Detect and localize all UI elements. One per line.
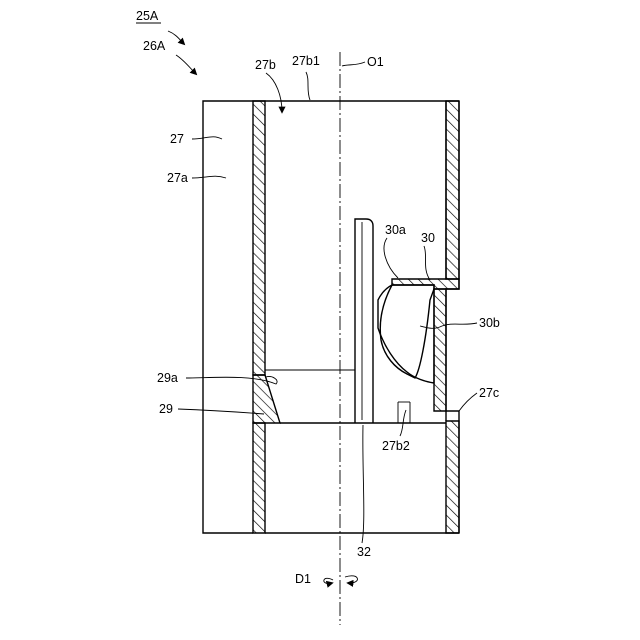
label-27: 27 xyxy=(170,132,184,146)
leader-lines xyxy=(168,31,477,543)
label-27a: 27a xyxy=(167,171,188,185)
left-wall-27a xyxy=(253,101,280,533)
label-29: 29 xyxy=(159,402,173,416)
label-25A: 25A xyxy=(136,9,159,23)
label-30a: 30a xyxy=(385,223,406,237)
component-30 xyxy=(378,285,434,383)
label-27b1: 27b1 xyxy=(292,54,320,68)
label-30: 30 xyxy=(421,231,435,245)
right-wall-upper xyxy=(446,101,459,279)
label-30b: 30b xyxy=(479,316,500,330)
ledge-30a xyxy=(392,279,459,289)
right-wall-lower xyxy=(446,421,459,533)
label-27b: 27b xyxy=(255,58,276,72)
right-wall-middle xyxy=(434,289,446,411)
label-29a: 29a xyxy=(157,371,178,385)
label-27b2: 27b2 xyxy=(382,439,410,453)
label-D1: D1 xyxy=(295,572,311,586)
label-32: 32 xyxy=(357,545,371,559)
plate-32 xyxy=(355,219,373,423)
rotation-d1 xyxy=(324,576,358,584)
label-26A: 26A xyxy=(143,39,166,53)
body-27 xyxy=(203,101,459,533)
label-O1: O1 xyxy=(367,55,384,69)
label-27c: 27c xyxy=(479,386,499,400)
